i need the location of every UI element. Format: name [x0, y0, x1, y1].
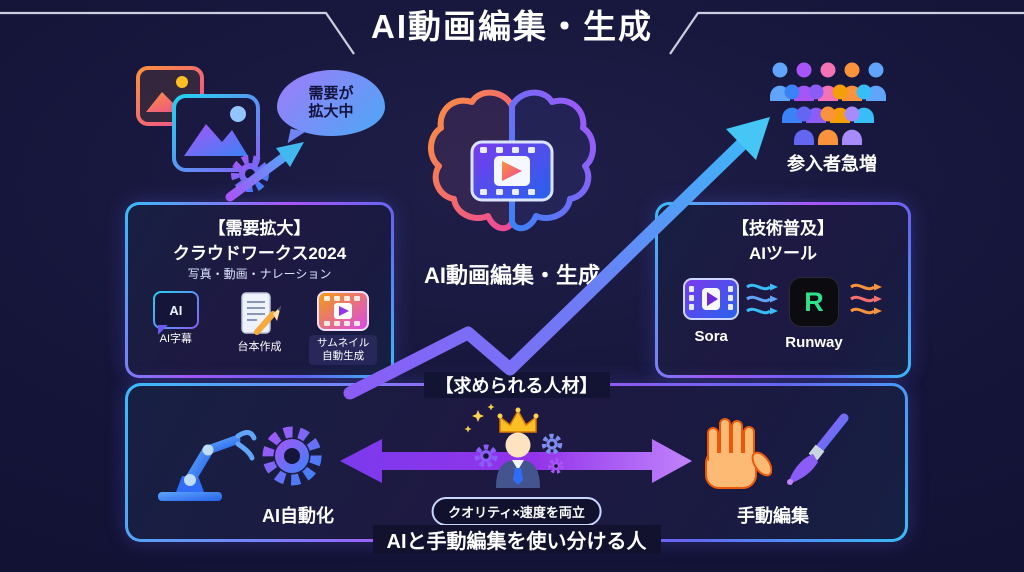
demand-item: 台本作成	[218, 291, 301, 355]
crowd-icon	[762, 58, 902, 152]
gear-icon	[474, 444, 498, 468]
talent-box-title: 【求められる人材】	[423, 372, 610, 398]
demand-item-label: AI字幕	[159, 333, 193, 345]
thumbnail-film-icon	[317, 291, 370, 331]
gear-icon	[541, 433, 563, 455]
tech-box-title: 【技術普及】	[732, 219, 834, 238]
flow-arrows-orange-icon	[849, 283, 882, 315]
tool-runway: R Runway	[785, 277, 843, 351]
entrants-label: 参入者急増	[787, 154, 877, 174]
runway-logo: R	[788, 277, 839, 327]
tool-label: Runway	[785, 334, 843, 351]
ai-automation-label: AI自動化	[262, 506, 334, 526]
tool-label: Sora	[694, 328, 728, 345]
tool-sora: Sora	[683, 277, 740, 345]
quality-speed-badge: クオリティ×速度を両立	[431, 497, 602, 526]
gear-icon	[548, 458, 564, 474]
demand-box-title: 【需要拡大】	[208, 219, 311, 238]
demand-bubble: 需要が 拡大中	[277, 70, 385, 136]
film-play-icon	[683, 278, 740, 320]
page-title: AI動画編集・生成	[371, 8, 653, 45]
demand-item: サムネイル自動生成	[302, 291, 385, 366]
demand-box: 【需要拡大】 クラウドワークス2024 写真・動画・ナレーション AI AI字幕	[125, 202, 394, 378]
sparkle-icon	[472, 410, 484, 422]
photo-stack-icon	[132, 62, 282, 193]
tech-box-subtitle: AIツール	[749, 244, 817, 263]
brush-icon	[787, 413, 849, 485]
flow-arrows-cyan-icon	[746, 283, 779, 315]
robot-arm-icon	[158, 430, 257, 501]
ai-caption-icon: AI	[153, 291, 199, 329]
ai-brain-film-icon	[428, 80, 596, 258]
demand-box-subtitle: クラウドワークス2024	[172, 244, 347, 263]
talent-box: 【求められる人材】 AI自動化	[125, 372, 908, 554]
bubble-line2: 拡大中	[308, 103, 354, 120]
tech-box: 【技術普及】 AIツール Sora	[655, 202, 911, 378]
demand-item: AI AI字幕	[134, 291, 217, 347]
person-crown-icon	[464, 403, 564, 488]
demand-item-label: サムネイル自動生成	[309, 335, 378, 366]
crown-icon	[499, 409, 537, 433]
tools-row: Sora R Runway	[658, 277, 908, 351]
runway-letter: R	[804, 286, 824, 317]
demand-box-caption: 写真・動画・ナレーション	[187, 267, 332, 281]
script-pencil-icon	[241, 292, 282, 335]
talent-footer: AIと手動編集を使い分ける人	[372, 525, 661, 554]
gear-icon	[262, 426, 322, 486]
ai-chip-text: AI	[169, 302, 183, 318]
bubble-line1: 需要が	[308, 85, 354, 102]
demand-icon-row: AI AI字幕 台本作成	[128, 291, 391, 366]
hand-icon	[705, 418, 772, 489]
manual-edit-label: 手動編集	[737, 506, 809, 526]
demand-item-label: 台本作成	[237, 341, 282, 353]
